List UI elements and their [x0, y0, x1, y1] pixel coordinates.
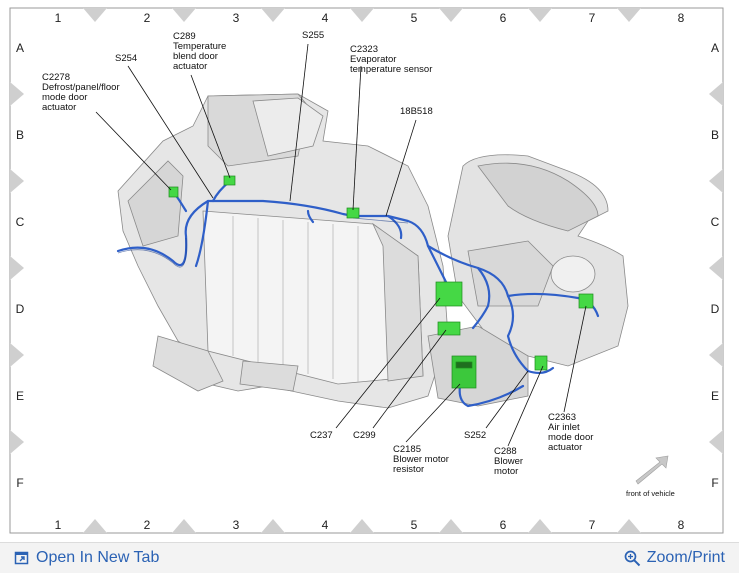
grid-row-label: D [711, 302, 720, 316]
harness-shadow [117, 217, 409, 268]
grid-row-label: E [711, 389, 719, 403]
grid-row-label: D [16, 302, 25, 316]
connector-c237 [435, 281, 463, 307]
callout-c288-desc: motor [494, 466, 518, 477]
connector-c2278 [168, 186, 179, 198]
grid-column-labels-bottom: 1 2 3 4 5 6 7 8 [55, 518, 685, 532]
connector-c2185 [451, 355, 477, 389]
open-in-new-tab-button[interactable]: Open In New Tab [14, 549, 159, 567]
callout-c2363-desc: Air inlet [548, 422, 580, 433]
callout-c2185-desc: Blower motor [393, 454, 449, 465]
callout-c2323-desc: temperature sensor [350, 64, 432, 75]
callout-c2363-desc: actuator [548, 442, 582, 453]
grid-row-label: F [16, 476, 23, 490]
callout-c2278-desc: Defrost/panel/floor [42, 82, 120, 93]
connector-c288 [534, 355, 548, 371]
grid-column-label: 6 [500, 11, 507, 25]
callout-c288-id: C288 [494, 446, 517, 457]
callout-c2278-desc: mode door [42, 92, 87, 103]
grid-row-labels-right: A B C D E F [711, 41, 720, 490]
zoom-print-label: Zoom/Print [646, 549, 725, 566]
grid-column-labels-top: 1 2 3 4 5 6 7 8 [55, 11, 685, 25]
front-of-vehicle-label: front of vehicle [626, 489, 675, 498]
grid-column-label: 1 [55, 518, 62, 532]
grid-row-label: B [711, 128, 719, 142]
grid-row-label: A [16, 41, 24, 55]
callout-c289-desc: actuator [173, 61, 207, 72]
bottom-toolbar: Open In New Tab Zoom/Print [0, 542, 739, 573]
hvac-housing-illustration [117, 93, 629, 409]
callout-c2185-id: C2185 [393, 444, 421, 455]
grid-column-label: 6 [500, 518, 507, 532]
callout-c2278-desc: actuator [42, 102, 76, 113]
grid-column-label: 3 [233, 11, 240, 25]
grid-column-label: 5 [411, 11, 418, 25]
zoom-print-button[interactable]: Zoom/Print [624, 549, 725, 567]
grid-column-label: 4 [322, 518, 329, 532]
callout-c288-desc: Blower [494, 456, 523, 467]
grid-row-label: B [16, 128, 24, 142]
grid-column-label: 5 [411, 518, 418, 532]
grid-row-label: A [711, 41, 719, 55]
callout-c2278-id: C2278 [42, 72, 70, 83]
grid-row-label: E [16, 389, 24, 403]
callout-c299-id: C299 [353, 430, 376, 441]
connectors [168, 175, 594, 389]
grid-column-label: 2 [144, 11, 151, 25]
grid-column-label: 8 [678, 518, 685, 532]
callout-s254-id: S254 [115, 53, 137, 64]
grid-column-label: 3 [233, 518, 240, 532]
grid-column-label: 4 [322, 11, 329, 25]
zoom-magnifier-icon [624, 550, 640, 566]
grid-column-label: 2 [144, 518, 151, 532]
grid-column-label: 1 [55, 11, 62, 25]
callout-c289-desc: Temperature [173, 41, 226, 52]
wiring-diagram: 1 2 3 4 5 6 7 8 1 2 3 4 5 6 7 8 A B C D E F A B C D E F [8, 6, 726, 540]
callout-s255-id: S255 [302, 30, 324, 41]
open-in-new-tab-icon [14, 551, 29, 565]
grid-column-label: 7 [589, 518, 596, 532]
wiring-harness [116, 179, 600, 408]
grid-row-labels-left: A B C D E F [16, 41, 25, 490]
grid-row-label: F [711, 476, 718, 490]
callout-c2323-desc: Evaporator [350, 54, 396, 65]
callout-c289-id: C289 [173, 31, 196, 42]
callout-leader-lines [95, 43, 587, 447]
callout-c2363-id: C2363 [548, 412, 576, 423]
open-in-new-tab-label: Open In New Tab [36, 549, 160, 566]
callout-c2185-desc: resistor [393, 464, 424, 475]
callout-s252-id: S252 [464, 430, 486, 441]
connector-c299 [437, 321, 461, 336]
grid-column-label: 7 [589, 11, 596, 25]
callout-c237-id: C237 [310, 430, 333, 441]
grid-column-label: 8 [678, 11, 685, 25]
callout-c289-desc: blend door [173, 51, 218, 62]
grid-chevrons [10, 8, 723, 533]
connector-c2363 [578, 293, 594, 309]
grid-row-label: C [711, 215, 720, 229]
callout-c2363-desc: mode door [548, 432, 593, 443]
callout-b18b518-id: 18B518 [400, 106, 433, 117]
front-of-vehicle-arrow-icon [635, 455, 669, 485]
grid-row-label: C [16, 215, 25, 229]
callout-c2323-id: C2323 [350, 44, 378, 55]
